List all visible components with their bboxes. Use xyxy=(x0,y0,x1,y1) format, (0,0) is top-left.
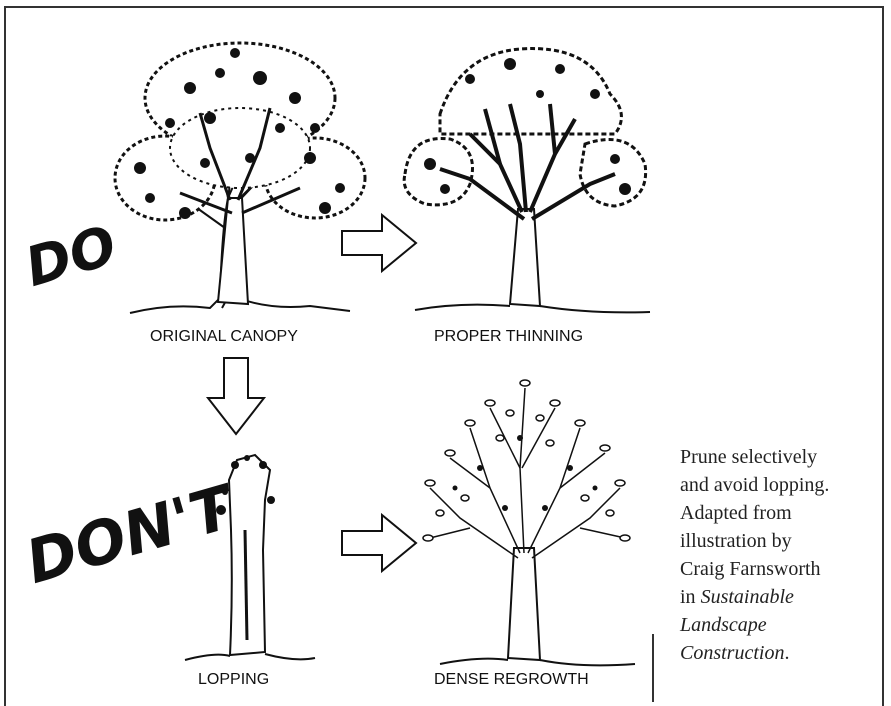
lopping-tree xyxy=(184,453,316,661)
arrow-right-dont-icon xyxy=(341,512,418,574)
caption-line: Adapted from xyxy=(680,502,792,524)
book-title: Landscape xyxy=(680,614,767,636)
arrow-down-icon xyxy=(205,357,267,436)
proper-thinning-caption: PROPER THINNING xyxy=(434,328,584,345)
proper-thinning-tree xyxy=(402,47,651,314)
caption-line: Construction. xyxy=(680,639,880,667)
caption-line: Craig Farnsworth xyxy=(680,558,821,580)
lopping-caption: LOPPING xyxy=(198,671,270,688)
figure-frame xyxy=(4,6,884,706)
book-title: Construction xyxy=(680,642,785,664)
caption-line: Landscape xyxy=(680,611,880,639)
caption-line: in Sustainable xyxy=(680,583,880,611)
original-canopy-tree xyxy=(113,41,367,314)
book-title: Sustainable xyxy=(700,586,794,608)
original-canopy-caption: ORIGINAL CANOPY xyxy=(150,328,298,345)
dense-regrowth-caption: DENSE REGROWTH xyxy=(434,671,589,688)
caption-text: in xyxy=(680,586,701,608)
dense-regrowth-tree xyxy=(422,379,636,667)
arrow-right-do-icon xyxy=(341,212,418,274)
figure-caption: Prune selectively and avoid lopping. Ada… xyxy=(680,443,880,667)
caption-text: . xyxy=(784,642,790,664)
caption-line: illustration by xyxy=(680,530,792,552)
caption-line: and avoid lopping. xyxy=(680,474,830,496)
frame-divider xyxy=(652,634,654,702)
caption-line: Prune selectively xyxy=(680,446,818,468)
